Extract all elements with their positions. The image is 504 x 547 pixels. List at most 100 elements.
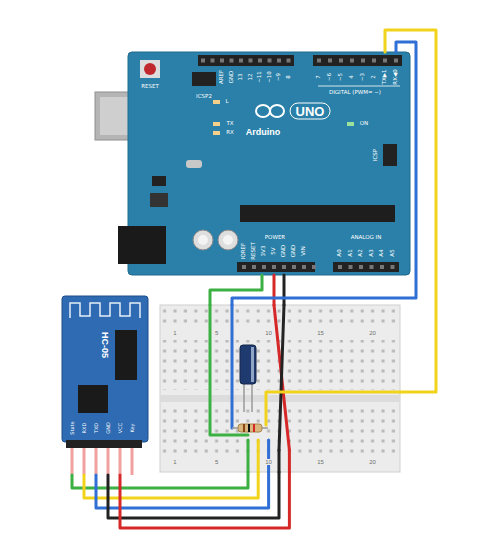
header-pin [317, 59, 321, 63]
pin-label: A3 [369, 249, 375, 256]
breadboard-body [160, 305, 400, 472]
pin-label: GND [291, 245, 297, 258]
jumper-wire [96, 472, 269, 508]
resistor-band [253, 424, 255, 432]
module-pin-leads [71, 448, 134, 475]
jumper-wire [231, 305, 234, 428]
resistor-band [243, 424, 245, 432]
jumper-wire [283, 275, 286, 305]
pin-label: ~6 [327, 73, 333, 81]
logo-text: UNO [290, 103, 331, 120]
pin-label: Key [130, 423, 135, 432]
header-pin [287, 59, 291, 63]
pin-label: VCC [118, 423, 123, 433]
pin-lead [107, 448, 110, 475]
column-number: 10 [264, 459, 273, 465]
logo-symbol [270, 105, 284, 117]
pin-label: RX [226, 130, 234, 136]
pin-label: DIGITAL (PWM= ~) [329, 90, 381, 96]
pin-label: ~9 [276, 73, 282, 81]
header-pin [350, 59, 354, 63]
header-pin [361, 59, 365, 63]
regulator [150, 193, 168, 207]
header-pin [391, 265, 395, 269]
header-pin [242, 265, 246, 269]
led [213, 122, 220, 126]
column-number: 20 [368, 330, 377, 336]
header-pin [372, 59, 376, 63]
antenna-trace [70, 303, 140, 318]
led [213, 100, 220, 104]
digital-header [313, 55, 402, 66]
led [213, 131, 220, 135]
pin-label: TXD [94, 423, 99, 433]
pin-label: 8 [286, 75, 292, 79]
capacitor-lead [243, 383, 245, 412]
header-pin [292, 265, 296, 269]
pin-lead [119, 448, 122, 475]
pin-label: 5V [271, 247, 277, 254]
jumper-wire [267, 440, 270, 472]
pin-label: IOREF [241, 243, 247, 259]
pin-label: 7 [316, 75, 322, 79]
pin-label: ~10 [267, 71, 273, 83]
silkscreen-line [318, 86, 400, 87]
board-capacitor [193, 230, 213, 250]
module-chip [78, 385, 108, 413]
jumper-wire [210, 275, 262, 305]
pin-label: A0 [337, 249, 343, 256]
header-pin [312, 265, 316, 269]
pin-lead [131, 448, 134, 475]
pin-lead [71, 448, 74, 475]
arduino-board: RESETICSP2AREFGND1312~11~10~987~6~54~32T… [128, 52, 410, 275]
header-pin [349, 265, 353, 269]
header-pin [239, 59, 243, 63]
regulator [152, 176, 166, 186]
column-number: 10 [264, 330, 273, 336]
pin-label: 2 [371, 75, 377, 79]
header-pin [201, 59, 205, 63]
capacitor-stripe [251, 347, 254, 382]
column-number: 5 [214, 459, 219, 465]
header-pin [258, 59, 262, 63]
header-pin [211, 59, 215, 63]
pin-label: GND [106, 422, 111, 433]
pin-label: RESET [141, 84, 159, 90]
header-pin [370, 265, 374, 269]
column-number: 20 [368, 459, 377, 465]
header-pin [394, 59, 398, 63]
jumper-wire [288, 450, 291, 472]
header-pin [220, 59, 224, 63]
header-pin [383, 59, 387, 63]
column-number: 1 [172, 330, 177, 336]
module-pcb [62, 296, 148, 442]
module-header [66, 440, 142, 448]
logo-symbol [256, 105, 270, 117]
jumper-wire [274, 305, 289, 450]
column-number: 1 [172, 459, 177, 465]
jumper-wire [385, 30, 436, 392]
header-pin [230, 59, 234, 63]
header-pin [252, 265, 256, 269]
header-pin [282, 265, 286, 269]
jumper-wire [257, 440, 260, 472]
pin-lead [95, 448, 98, 475]
header-pin [277, 59, 281, 63]
header-pin [359, 265, 363, 269]
jumper-wire [108, 472, 279, 518]
column-number: 15 [316, 330, 325, 336]
header-pin [268, 59, 272, 63]
jumper-wire [278, 450, 281, 472]
pin-label: ~5 [338, 73, 344, 81]
jumper-wire [279, 305, 284, 450]
pin-label: ANALOG IN [351, 235, 382, 241]
pin-label: ON [360, 121, 368, 127]
pin-label: A5 [390, 249, 396, 256]
pin-label: State [70, 421, 75, 434]
arduino-pcb [128, 52, 410, 275]
board-capacitor-top [223, 235, 233, 245]
header-pin [380, 265, 384, 269]
jumper-wire [72, 472, 248, 488]
